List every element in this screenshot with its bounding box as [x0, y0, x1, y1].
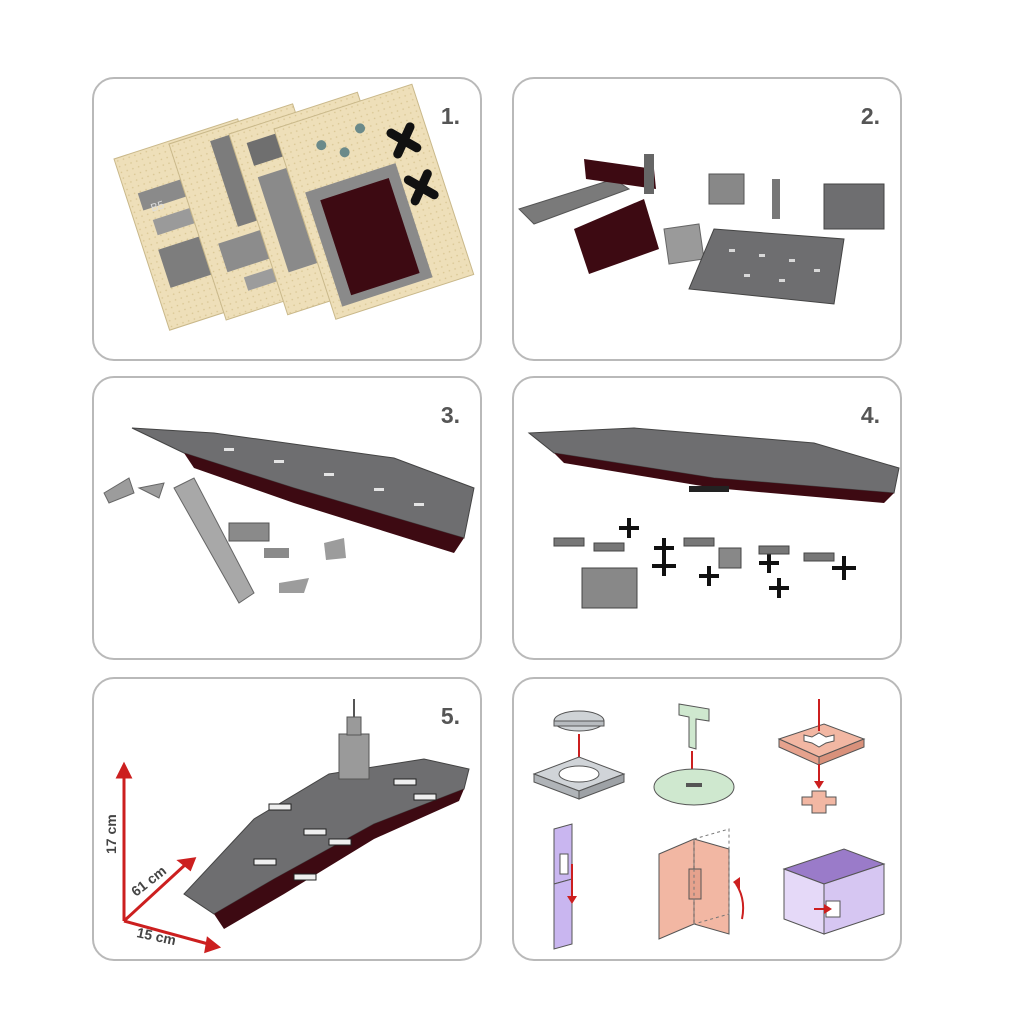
- loose-part-5: [324, 538, 346, 560]
- step-1-number: 1.: [440, 103, 460, 129]
- carrier-hull: [554, 453, 894, 503]
- loose-part-1: [103, 477, 135, 504]
- sheet-label: B5: [149, 199, 166, 215]
- step-3-number: 3.: [440, 402, 460, 428]
- bulkhead-1: [644, 154, 654, 194]
- aircraft-group: [619, 518, 856, 598]
- hull-and-aircraft-illustration: [527, 427, 900, 609]
- stand: [689, 486, 729, 492]
- step-5-number: 5.: [440, 703, 460, 729]
- island-block-2: [718, 547, 742, 569]
- step-3-panel: 3.: [92, 376, 482, 660]
- carrier-deck: [183, 758, 470, 915]
- small-part: [663, 223, 705, 265]
- hull-piece-2: [574, 199, 659, 274]
- slot-joint-diagram: [553, 823, 577, 950]
- step-2-number: 2.: [860, 103, 880, 129]
- frame-parts-illustration: [518, 154, 885, 305]
- disk-in-square-diagram: [532, 710, 626, 800]
- island-block-1: [581, 567, 638, 609]
- hull-piece-1: [518, 178, 631, 225]
- sheet-4: [273, 83, 475, 320]
- step-5-panel: 5. 17 cm 61 cm 15 cm: [92, 677, 482, 961]
- cross-in-square-diagram: [777, 699, 866, 814]
- loose-part-4: [264, 548, 289, 558]
- deck-aircraft: [253, 778, 437, 881]
- width-label: 15 cm: [135, 924, 177, 948]
- frame-part-3: [823, 183, 885, 230]
- width-arrow: [123, 919, 213, 947]
- frame-part-2: [772, 179, 780, 219]
- joint-instructions-illustration: [532, 699, 886, 950]
- height-label: 17 cm: [103, 814, 119, 854]
- carrier-hull: [214, 789, 464, 929]
- step-4-number: 4.: [860, 402, 880, 428]
- step-2-panel: 2.: [512, 77, 902, 361]
- step-4-panel: 4.: [512, 376, 902, 660]
- length-label: 61 cm: [128, 862, 169, 899]
- deck-assembly-illustration: [103, 427, 475, 604]
- loose-part-3: [228, 522, 270, 542]
- side-panel: [173, 477, 255, 604]
- box-joint-diagram: [782, 848, 886, 935]
- finished-model-illustration: 17 cm 61 cm 15 cm: [103, 699, 470, 954]
- hull-piece-3: [584, 159, 656, 189]
- island: [338, 699, 370, 780]
- step-1-panel: 1. B5: [92, 77, 482, 361]
- carrier-deck: [527, 427, 900, 494]
- loose-part-6: [279, 578, 309, 593]
- loose-part-2: [137, 482, 165, 499]
- tab-in-disk-diagram: [653, 703, 735, 806]
- puzzle-sheets-illustration: B5: [113, 83, 475, 331]
- deck-plate: [688, 228, 845, 305]
- fold-tab-diagram: [658, 828, 745, 940]
- length-arrow: [122, 862, 188, 923]
- frame-part-1: [708, 173, 745, 205]
- carrier-hull: [184, 453, 464, 553]
- assembly-instructions-panel: [512, 677, 902, 961]
